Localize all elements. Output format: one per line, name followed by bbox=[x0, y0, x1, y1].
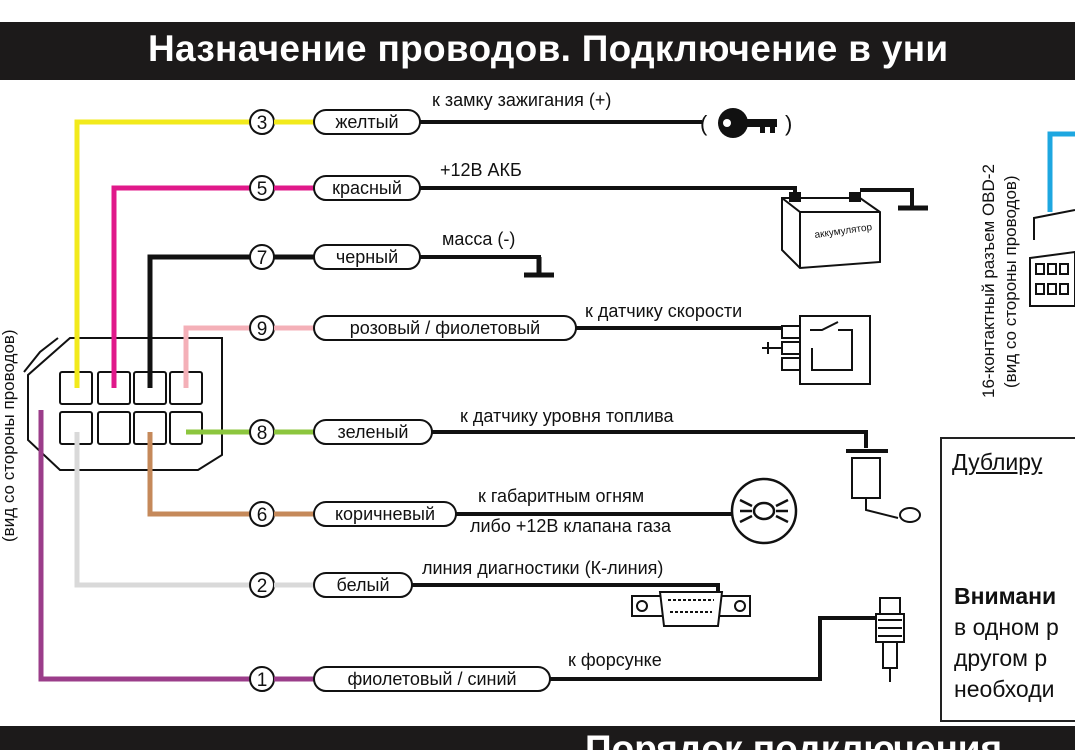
wire-name-pill bbox=[313, 315, 577, 341]
wire-destination: к датчику скорости bbox=[585, 301, 742, 321]
destination-line bbox=[420, 186, 797, 196]
destination-line bbox=[550, 616, 876, 681]
pin-number: 5 bbox=[257, 179, 268, 200]
speed-sensor-icon bbox=[762, 315, 871, 385]
wire-name-pill bbox=[313, 501, 457, 527]
injector-icon bbox=[875, 597, 905, 682]
wire-pink bbox=[183, 325, 250, 388]
title-bar: Назначение проводов. Подключение в уни bbox=[0, 22, 1075, 80]
wire-name: розовый / фиолетовый bbox=[350, 318, 540, 338]
wire-white bbox=[74, 432, 250, 588]
wire-name: желтый bbox=[335, 112, 398, 132]
wire-name: зеленый bbox=[338, 422, 409, 442]
wire-yellow bbox=[74, 119, 250, 388]
pin-number: 7 bbox=[257, 248, 268, 269]
wire-name: фиолетовый / синий bbox=[347, 669, 516, 689]
pin-number: 1 bbox=[257, 670, 268, 691]
pin-number: 2 bbox=[257, 576, 268, 597]
wire-destination: к габаритным огням bbox=[478, 486, 644, 506]
pin-number: 8 bbox=[257, 423, 268, 444]
wire-name-pill bbox=[313, 175, 421, 201]
wire-name-pill bbox=[313, 419, 433, 445]
ignition-key-icon: ( ) bbox=[700, 108, 792, 138]
wire-red bbox=[111, 185, 250, 388]
svg-text:): ) bbox=[785, 111, 792, 136]
ground-wire-battery bbox=[860, 188, 914, 207]
wire-violet bbox=[38, 410, 250, 682]
wire-destination: к замку зажигания (+) bbox=[432, 90, 611, 110]
obd2-label-line2: (вид со стороны проводов) bbox=[1001, 175, 1020, 388]
duplicate-heading: Дублиру bbox=[952, 449, 1043, 475]
wire-destination: к датчику уровня топлива bbox=[460, 406, 675, 426]
headlight-icon bbox=[730, 477, 798, 545]
wire-name-pill bbox=[313, 572, 413, 598]
wire-name: коричневый bbox=[335, 504, 435, 524]
wire-brown bbox=[147, 432, 250, 517]
warning-line-2: в одном р bbox=[954, 614, 1059, 640]
warning-bold: Внимани bbox=[954, 583, 1057, 609]
destination-line bbox=[420, 255, 541, 262]
wire-destination: +12В АКБ bbox=[440, 160, 522, 180]
bottom-bar: Порядок подключения bbox=[0, 726, 1075, 750]
duplicate-note-box: Дублиру Внимани в одном р другом р необх… bbox=[940, 437, 1075, 722]
main-connector bbox=[23, 337, 223, 471]
pin-number: 6 bbox=[257, 505, 268, 526]
destination-line bbox=[432, 430, 868, 448]
wire-name: красный bbox=[332, 178, 402, 198]
wire-name: черный bbox=[336, 247, 398, 267]
ground-symbol-icon bbox=[524, 257, 554, 278]
connector-view-label: (вид со стороны проводов) bbox=[0, 329, 18, 542]
fuel-sensor-icon bbox=[846, 432, 921, 523]
obd-plug-icon bbox=[631, 591, 751, 627]
warning-line-3: другом р bbox=[954, 645, 1048, 671]
obd2-socket bbox=[1029, 131, 1075, 307]
wire-name: белый bbox=[336, 575, 389, 595]
wire-destination: масса (-) bbox=[442, 229, 515, 249]
page-title: Назначение проводов. Подключение в уни bbox=[148, 28, 949, 69]
wire-name-pill bbox=[313, 666, 551, 692]
battery-icon: аккумулятор bbox=[781, 192, 881, 270]
warning-line-4: необходи bbox=[954, 676, 1055, 702]
wire-destination-alt: либо +12В клапана газа bbox=[470, 516, 672, 536]
bottom-heading: Порядок подключения bbox=[585, 728, 1003, 750]
wire-destination: к форсунке bbox=[568, 650, 662, 670]
obd2-label-line1: 16-контактный разъем OBD-2 bbox=[979, 164, 998, 398]
wire-destination: линия диагностики (К-линия) bbox=[422, 558, 663, 578]
pin-number: 9 bbox=[257, 319, 268, 340]
wire-black bbox=[147, 254, 250, 388]
warning-text: Внимани в одном р другом р необходи bbox=[954, 581, 1059, 705]
wire-name-pill bbox=[313, 244, 421, 270]
svg-text:(: ( bbox=[700, 111, 708, 136]
pin-number: 3 bbox=[257, 113, 268, 134]
wire-name-pill bbox=[313, 109, 421, 135]
